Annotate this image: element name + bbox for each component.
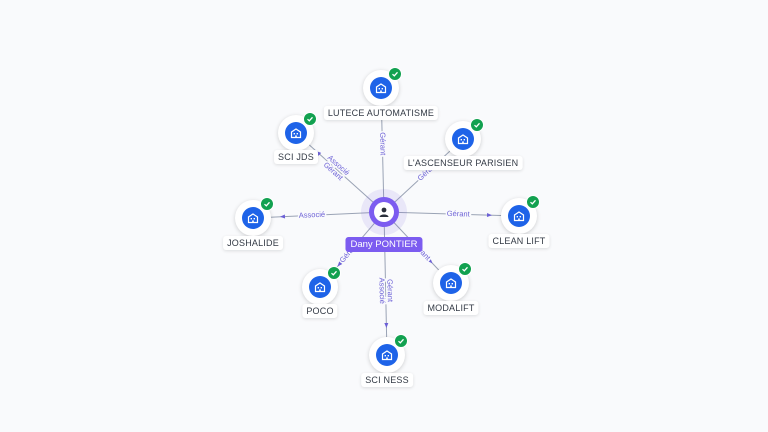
verified-check-icon bbox=[303, 112, 317, 126]
edge-label-joshalide-0: Associé bbox=[299, 210, 326, 220]
edge-arrow-sci-ness bbox=[384, 322, 389, 329]
edge-arrow-modalift bbox=[427, 258, 433, 264]
building-icon bbox=[285, 122, 307, 144]
company-label-ascenseur[interactable]: L'ASCENSEUR PARISIEN bbox=[403, 156, 523, 170]
edge-sci-ness bbox=[383, 211, 388, 356]
verified-check-icon bbox=[260, 197, 274, 211]
company-label-sci-ness[interactable]: SCI NESS bbox=[361, 373, 413, 387]
company-node-joshalide[interactable] bbox=[235, 197, 274, 236]
company-node-sci-jds[interactable] bbox=[278, 112, 317, 151]
building-icon bbox=[309, 276, 331, 298]
company-node-modalift[interactable] bbox=[433, 262, 472, 301]
edge-arrow-poco bbox=[337, 261, 343, 267]
verified-check-icon bbox=[388, 67, 402, 81]
company-label-poco[interactable]: POCO bbox=[302, 304, 338, 318]
center-person-node[interactable] bbox=[369, 197, 399, 227]
building-icon bbox=[440, 272, 462, 294]
company-label-modalift[interactable]: MODALIFT bbox=[423, 301, 479, 315]
company-label-joshalide[interactable]: JOSHALIDE bbox=[223, 236, 283, 250]
building-icon bbox=[452, 128, 474, 150]
building-icon bbox=[376, 344, 398, 366]
verified-check-icon bbox=[470, 118, 484, 132]
company-label-sci-jds[interactable]: SCI JDS bbox=[274, 150, 318, 164]
center-person-label[interactable]: Dany PONTIER bbox=[345, 237, 423, 252]
company-node-ascenseur[interactable] bbox=[445, 118, 484, 157]
person-icon bbox=[374, 202, 394, 222]
edge-label-sci-ness-1: Associé bbox=[377, 277, 387, 303]
verified-check-icon bbox=[394, 334, 408, 348]
edge-label-clean-lift-0: Gérant bbox=[447, 209, 471, 219]
verified-check-icon bbox=[458, 262, 472, 276]
verified-check-icon bbox=[526, 195, 540, 209]
company-label-clean-lift[interactable]: CLEAN LIFT bbox=[488, 234, 550, 248]
edge-arrow-clean-lift bbox=[486, 213, 493, 218]
building-icon bbox=[242, 207, 264, 229]
company-node-sci-ness[interactable] bbox=[369, 334, 408, 373]
edge-arrow-joshalide bbox=[279, 214, 286, 219]
edge-clean-lift bbox=[383, 211, 520, 217]
company-node-lutece[interactable] bbox=[363, 67, 402, 106]
building-icon bbox=[508, 205, 530, 227]
company-label-lutece[interactable]: LUTECE AUTOMATISME bbox=[323, 106, 439, 120]
company-node-clean-lift[interactable] bbox=[501, 195, 540, 234]
verified-check-icon bbox=[327, 266, 341, 280]
company-node-poco[interactable] bbox=[302, 266, 341, 305]
edge-label-sci-ness-0: Gérant bbox=[385, 279, 394, 303]
building-icon bbox=[370, 77, 392, 99]
edge-joshalide bbox=[252, 211, 385, 219]
edge-label-lutece-0: Gérant bbox=[378, 132, 388, 156]
edge-sci-jds bbox=[295, 132, 385, 213]
